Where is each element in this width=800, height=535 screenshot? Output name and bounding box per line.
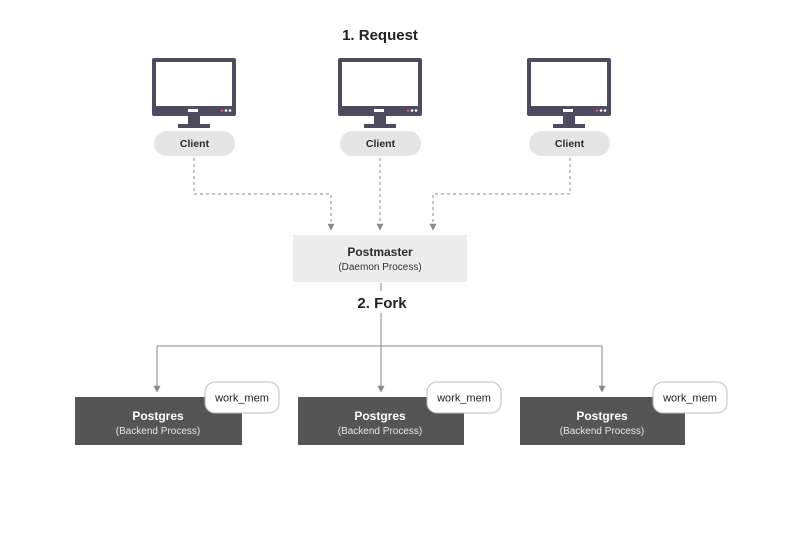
client-node-3: Client bbox=[529, 131, 610, 156]
client-label-2: Client bbox=[366, 138, 396, 150]
postmaster-node: Postmaster (Daemon Process) bbox=[293, 235, 467, 282]
backend-title-3: Postgres bbox=[576, 409, 628, 423]
work-mem-label-2: work_mem bbox=[436, 393, 491, 405]
client-node-1: Client bbox=[154, 131, 235, 156]
work-mem-label-3: work_mem bbox=[662, 393, 717, 405]
backend-subtitle-2: (Backend Process) bbox=[338, 426, 422, 437]
work-mem-badge-2: work_mem bbox=[426, 381, 502, 414]
client-monitor-icon-1 bbox=[152, 58, 236, 128]
client-label-3: Client bbox=[555, 138, 585, 150]
client-label-1: Client bbox=[180, 138, 210, 150]
work-mem-badge-3: work_mem bbox=[652, 381, 728, 414]
request-connector-3 bbox=[429, 158, 571, 231]
client-node-2: Client bbox=[340, 131, 421, 156]
client-monitor-icon-2 bbox=[338, 58, 422, 128]
request-connector-1 bbox=[193, 158, 335, 231]
request-step-title: 1. Request bbox=[342, 27, 418, 44]
backend-subtitle-3: (Backend Process) bbox=[560, 426, 644, 437]
fork-step-title: 2. Fork bbox=[357, 295, 407, 312]
postmaster-subtitle: (Daemon Process) bbox=[338, 262, 421, 273]
postmaster-title: Postmaster bbox=[347, 245, 413, 259]
work-mem-label-1: work_mem bbox=[214, 393, 269, 405]
client-monitor-icon-3 bbox=[527, 58, 611, 128]
work-mem-badge-1: work_mem bbox=[204, 381, 280, 414]
backend-node-1: Postgres (Backend Process) bbox=[75, 397, 242, 445]
backend-title-1: Postgres bbox=[132, 409, 184, 423]
backend-subtitle-1: (Backend Process) bbox=[116, 426, 200, 437]
backend-title-2: Postgres bbox=[354, 409, 406, 423]
